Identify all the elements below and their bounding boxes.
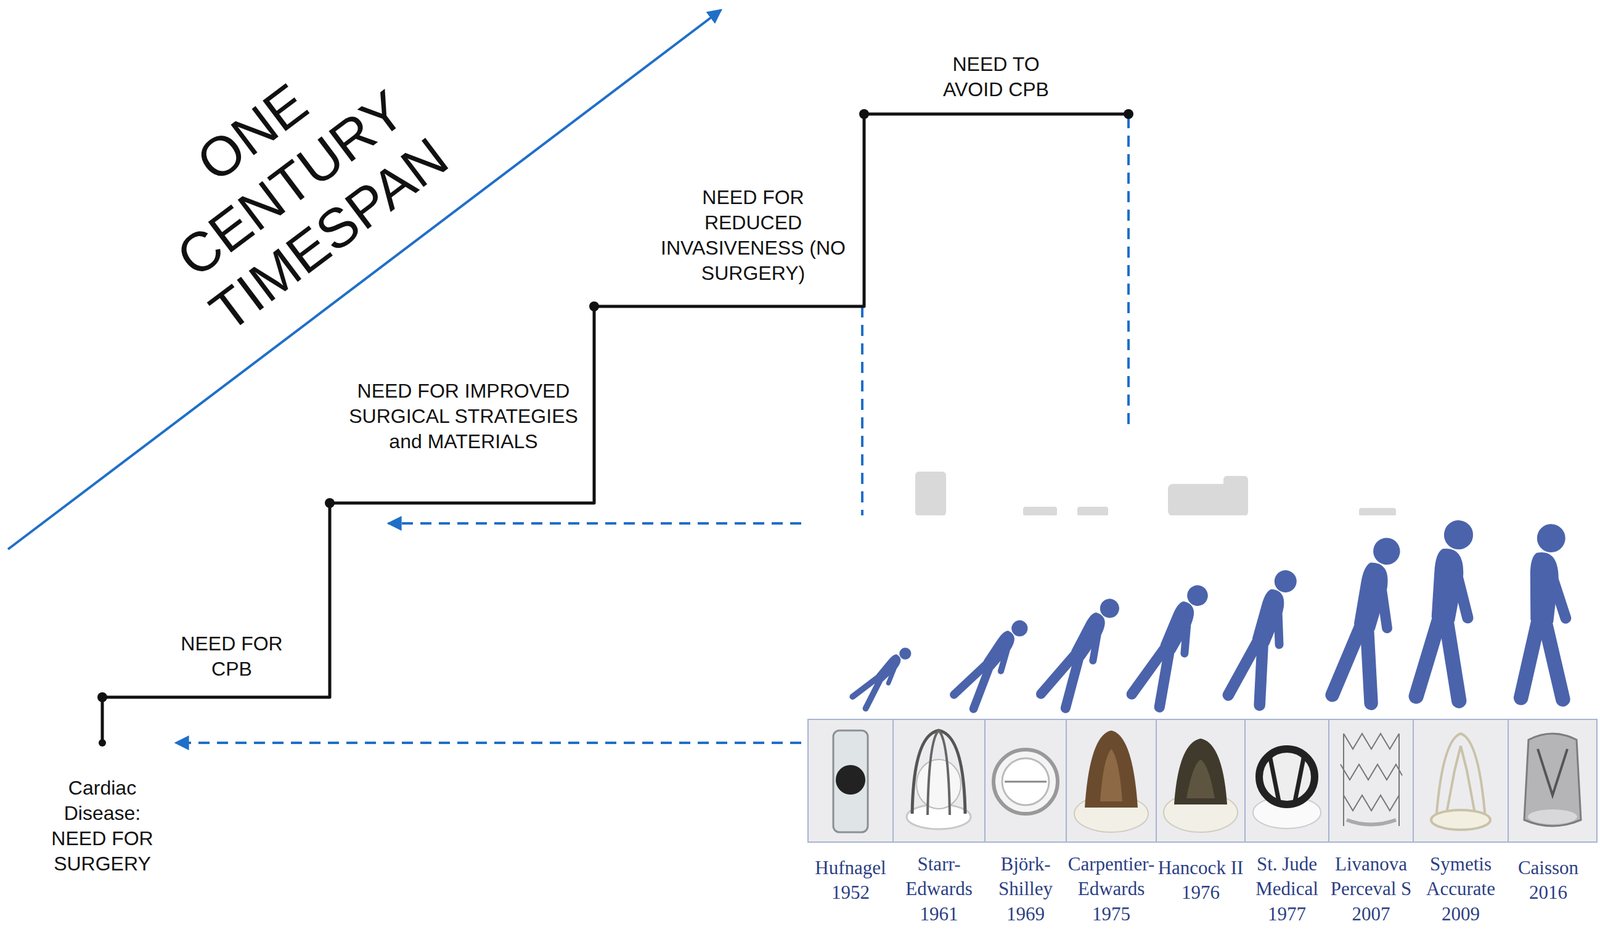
device-glimpse xyxy=(915,471,947,516)
valve-hufnagel xyxy=(833,730,868,833)
step-dots xyxy=(859,109,870,119)
valve-st-jude xyxy=(1253,748,1321,829)
device-glimpse xyxy=(915,471,1396,516)
device-glimpse xyxy=(1223,475,1249,516)
valve-bjork-shilley xyxy=(1004,780,1047,783)
valve-caisson xyxy=(1524,733,1581,826)
step-dots xyxy=(589,301,600,312)
device-glimpse xyxy=(1359,507,1396,516)
step-dots xyxy=(98,738,107,747)
evolution-silhouettes xyxy=(852,518,1569,709)
valve-perceval xyxy=(1346,819,1396,825)
step-dots xyxy=(1123,109,1134,119)
device-glimpse xyxy=(1023,506,1058,516)
stage-label: NEED FOR REDUCED INVASIVENESS (NO SURGER… xyxy=(660,184,846,286)
valve-symetis xyxy=(1436,733,1486,820)
valve-cells xyxy=(1244,719,1329,842)
valve-caisson xyxy=(1537,748,1568,796)
evolution-silhouettes xyxy=(954,613,1033,709)
valve-bjork-shilley xyxy=(993,749,1058,814)
valve-carpentier-edwards xyxy=(1084,730,1138,808)
valve-symetis xyxy=(1431,809,1491,830)
step-dots xyxy=(324,497,335,508)
valve-label: St. Jude Medical 1977 xyxy=(1238,851,1335,927)
valve-perceval xyxy=(1343,795,1400,811)
valve-hufnagel xyxy=(833,730,868,833)
dashed-guides xyxy=(175,741,802,744)
valve-st-jude xyxy=(1269,755,1279,802)
dashed-guides xyxy=(861,306,864,516)
valve-starr-edwards xyxy=(906,730,971,829)
valve-bjork-shilley xyxy=(993,749,1058,814)
timespan-arrow xyxy=(8,9,722,550)
valve-perceval xyxy=(1398,733,1400,826)
dashed-guides xyxy=(1127,117,1130,429)
valve-caisson xyxy=(1524,733,1581,826)
evolution-silhouettes xyxy=(1040,591,1125,708)
valve-label: Hufnagel 1952 xyxy=(802,855,899,906)
valve-cells xyxy=(808,719,894,842)
valve-cells xyxy=(1328,719,1414,842)
valve-label: Caisson 2016 xyxy=(1500,855,1597,906)
valve-cells xyxy=(1156,719,1245,842)
valve-hancock xyxy=(1174,738,1228,805)
valve-label: Carpentier-Edwards 1975 xyxy=(1063,851,1160,927)
evolution-silhouettes xyxy=(852,642,915,709)
stage-label: NEED FOR CPB xyxy=(176,631,288,682)
evolution-silhouettes xyxy=(1332,533,1406,704)
valve-carpentier-edwards xyxy=(1100,748,1123,802)
valve-starr-edwards xyxy=(927,730,950,815)
valve-cells xyxy=(1066,719,1157,842)
timespan-title: ONE CENTURY TIMESPAN xyxy=(122,23,461,345)
valve-hancock xyxy=(1163,738,1238,833)
valve-label: Symetis Accurate 2009 xyxy=(1412,851,1509,927)
valve-hancock xyxy=(1186,759,1215,799)
valve-starr-edwards xyxy=(916,759,961,809)
device-glimpse xyxy=(1077,506,1109,516)
dashed-guides xyxy=(388,522,802,525)
valve-label: Starr-Edwards 1961 xyxy=(891,851,988,927)
evolution-silhouettes xyxy=(1416,518,1478,701)
valve-perceval xyxy=(1342,733,1345,826)
valve-carpentier-edwards xyxy=(1074,730,1149,833)
valve-hufnagel xyxy=(835,764,866,795)
valve-perceval xyxy=(1343,733,1400,749)
stage-label: NEED TO AVOID CPB xyxy=(925,51,1067,103)
valve-cells xyxy=(984,719,1067,842)
illustration-ground xyxy=(806,515,1600,929)
valve-cells xyxy=(1508,719,1597,842)
stage-label: Cardiac Disease: NEED FOR SURGERY xyxy=(40,775,164,877)
evolution-silhouettes xyxy=(1228,565,1302,706)
valve-label: Hancock II 1976 xyxy=(1152,855,1249,906)
evolution-silhouettes xyxy=(1521,523,1570,699)
valve-caisson xyxy=(1527,809,1578,825)
valve-cells xyxy=(1413,719,1509,842)
valve-label: Björk-Shilley 1969 xyxy=(977,851,1074,927)
valve-starr-edwards xyxy=(912,730,966,814)
valve-symetis xyxy=(1431,733,1491,830)
valve-st-jude xyxy=(1259,748,1315,805)
evolution-silhouettes xyxy=(1131,578,1213,707)
valve-cells xyxy=(893,719,985,842)
valve-label: Livanova Perceval S 2007 xyxy=(1323,851,1420,927)
valve-bjork-shilley xyxy=(1002,758,1049,805)
valve-perceval xyxy=(1340,733,1403,826)
valve-perceval xyxy=(1340,764,1403,780)
valve-cells xyxy=(808,719,1597,842)
step-dots xyxy=(97,692,108,703)
valve-st-jude xyxy=(1294,755,1305,802)
stage-label: NEED FOR IMPROVED SURGICAL STRATEGIES an… xyxy=(340,378,587,455)
